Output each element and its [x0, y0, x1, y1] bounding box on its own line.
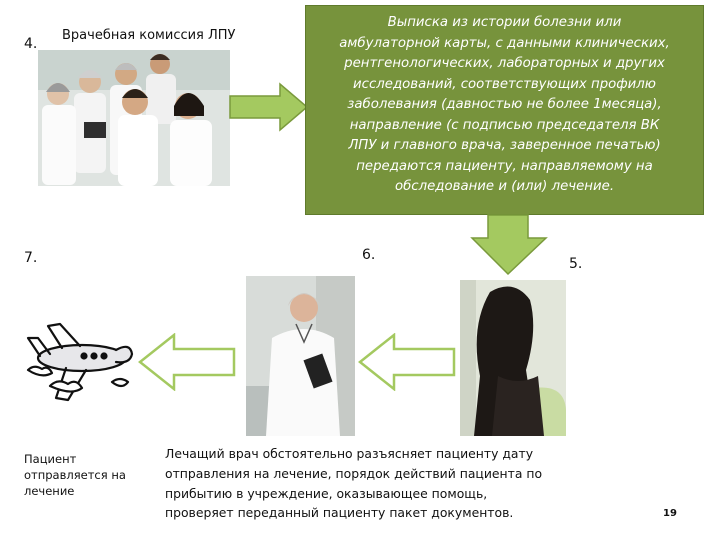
step-5-number: 5.: [569, 256, 583, 272]
step-7-caption: Пациент отправляется на лечение: [24, 451, 126, 499]
paragraph-line: проверяет переданный пациенту пакет доку…: [165, 505, 514, 521]
paragraph-line: Лечащий врач обстоятельно разъясняет пац…: [165, 446, 534, 461]
callout-line: обследование и (или) лечение.: [394, 179, 615, 194]
paragraph-line: прибытию в учреждение, оказывающее помощ…: [165, 485, 488, 501]
page-number: 19: [663, 508, 677, 519]
caption-line: лечение: [24, 484, 75, 498]
patient-photo: [460, 280, 566, 436]
step-7-number: 7.: [24, 250, 38, 266]
right-arrow-icon: [229, 82, 309, 132]
paragraph-line: отправления на лечение, порядок действий…: [165, 465, 543, 481]
step-6-number: 6.: [362, 247, 376, 263]
step-4-number: 4.: [24, 36, 38, 52]
airplane-icon: [26, 322, 134, 402]
callout-line: передаются пациенту, направляемому на: [356, 158, 653, 174]
callout-line: рентгенологических, лабораторных и други…: [344, 56, 665, 71]
callout-line: заболевания (давностью не более 1месяца)…: [347, 97, 662, 112]
caption-line: Пациент: [24, 452, 77, 466]
female-doctor-photo: [246, 276, 355, 436]
callout-line: амбулаторной карты, с данными клинически…: [339, 35, 670, 51]
callout-line: исследований, соответствующих профилю: [353, 76, 656, 92]
documents-callout: Выписка из истории болезни или амбулатор…: [305, 5, 704, 215]
doctors-group-photo: [38, 50, 230, 186]
down-arrow-icon: [470, 214, 548, 276]
left-arrow-icon: [138, 333, 236, 391]
caption-line: отправляется на: [24, 468, 126, 482]
callout-line: ЛПУ и главного врача, заверенное печатью…: [348, 138, 661, 153]
step-6-paragraph: Лечащий врач обстоятельно разъясняет пац…: [165, 444, 542, 523]
callout-line: Выписка из истории болезни или: [387, 15, 622, 30]
step-4-label: Врачебная комиссия ЛПУ: [62, 28, 236, 43]
left-arrow-icon: [358, 333, 456, 391]
callout-line: направление (с подписью председателя ВК: [349, 117, 660, 133]
